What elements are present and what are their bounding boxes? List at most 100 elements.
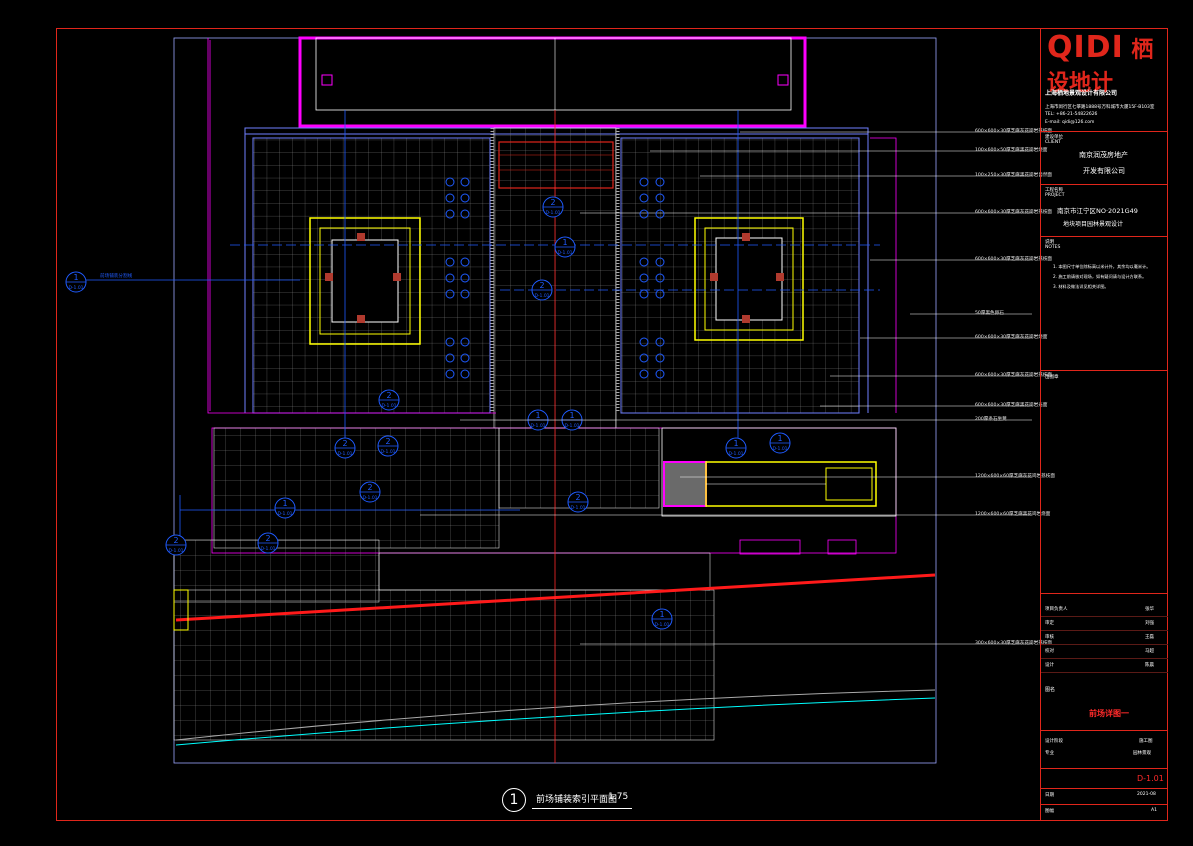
plant-symbol: [639, 273, 649, 283]
index-mark-sheet: D-1.01: [168, 548, 183, 554]
designer-role: 审核: [1045, 635, 1054, 640]
index-mark: 2D-1.01: [567, 491, 589, 513]
plant-symbol: [460, 353, 470, 363]
plant-symbol: [460, 257, 470, 267]
caption-number: 1: [502, 788, 526, 812]
material-callout: 600×600×30厚芝麻灰花岗岩荔枝面: [975, 129, 1053, 134]
client-label: 建设单位: [1045, 135, 1063, 140]
material-callout: 100×600×50厚芝麻黑花岗岩烧面: [975, 148, 1048, 153]
index-mark-sheet: D-1.01: [530, 423, 545, 429]
note-2: 2. 施工前请核对现场，如有疑问请与设计方联系。: [1053, 274, 1147, 279]
index-mark-sheet: D-1.01: [277, 511, 292, 517]
water-feature: [663, 461, 877, 507]
index-mark: 1D-1.01: [725, 437, 747, 459]
project-label: 工程名称: [1045, 188, 1063, 193]
index-mark: 2D-1.01: [542, 196, 564, 218]
designer-role: 项目负责人: [1045, 607, 1068, 612]
plant-symbol: [460, 289, 470, 299]
note-3: 3. 材料及做法详见相关详图。: [1053, 284, 1109, 289]
plant-symbol: [639, 257, 649, 267]
index-mark: 2D-1.01: [359, 481, 381, 503]
material-callout: 600×600×30厚芝麻灰花岗岩烧面: [975, 335, 1048, 340]
notes-label-en: NOTES: [1045, 245, 1061, 250]
index-mark: 2D-1.01: [378, 389, 400, 411]
index-mark: 1D-1.01: [65, 271, 87, 293]
plant-symbol: [460, 177, 470, 187]
plant-symbol: [460, 193, 470, 203]
index-mark-number: 2: [539, 281, 544, 290]
index-mark-number: 1: [569, 411, 574, 420]
company-tel: TEL: +86-21-54822626: [1045, 112, 1098, 117]
drawing-frame: [56, 28, 1168, 821]
index-mark-sheet: D-1.01: [654, 622, 669, 628]
plant-symbol: [639, 369, 649, 379]
index-mark-number: 2: [575, 493, 580, 502]
index-mark-number: 1: [777, 434, 782, 443]
plant-symbol: [655, 337, 665, 347]
material-callout: 600×600×30厚芝麻灰花岗岩荔枝面: [975, 210, 1053, 215]
index-mark-sheet: D-1.01: [545, 210, 560, 216]
index-mark-sheet: D-1.01: [772, 446, 787, 452]
index-mark-sheet: D-1.01: [534, 293, 549, 299]
plant-symbol: [639, 209, 649, 219]
index-mark-sheet: D-1.01: [362, 495, 377, 501]
designer-name: 刘强: [1145, 621, 1154, 626]
drawing-number: D-1.01: [1137, 774, 1164, 783]
stage-label: 设计阶段: [1045, 739, 1063, 744]
index-mark: 2D-1.01: [377, 435, 399, 457]
client-label-en: CLIENT: [1045, 140, 1061, 145]
plant-symbol: [655, 273, 665, 283]
plant-symbol: [639, 353, 649, 363]
designer-name: 马超: [1145, 649, 1154, 654]
plant-symbol: [655, 193, 665, 203]
index-mark-number: 1: [535, 411, 540, 420]
material-callout: 200厚条石坐凳: [975, 417, 1007, 422]
caption-scale: 1:75: [608, 792, 629, 802]
entrance-plaza: [173, 589, 715, 741]
building-wall: [298, 36, 807, 128]
material-callout: 100×250×30厚芝麻黑花岗岩自然面: [975, 173, 1053, 178]
caption-underline: [532, 808, 632, 809]
plant-symbol: [655, 257, 665, 267]
index-mark-number: 1: [562, 238, 567, 247]
logo-cn: 栖设地计: [1047, 38, 1154, 96]
tree-pool-left: [309, 217, 421, 345]
date-value: 2021-08: [1137, 792, 1156, 797]
plant-symbol: [445, 289, 455, 299]
index-mark-number: 2: [386, 391, 391, 400]
company-name: 上海栖地景观设计有限公司: [1045, 90, 1118, 97]
designer-role: 校对: [1045, 649, 1054, 654]
plant-symbol: [445, 353, 455, 363]
plant-symbol: [460, 369, 470, 379]
notes-label: 说明: [1045, 240, 1054, 245]
plant-symbol: [445, 337, 455, 347]
index-mark: 2D-1.01: [334, 437, 356, 459]
index-mark-number: 2: [367, 483, 372, 492]
index-mark-number: 2: [173, 536, 178, 545]
road-red-line: [175, 573, 936, 622]
client-line2: 开发有限公司: [1083, 167, 1125, 175]
index-mark-sheet: D-1.01: [557, 250, 572, 256]
plant-symbol: [639, 177, 649, 187]
material-callout: 300×600×30厚芝麻灰花岗岩荔枝面: [975, 641, 1053, 646]
index-mark-sheet: D-1.01: [728, 451, 743, 457]
caption-title: 前场铺装索引平面图: [536, 795, 618, 805]
plant-symbol: [445, 257, 455, 267]
index-mark-sheet: D-1.01: [68, 285, 83, 291]
material-callout: 50厚黑色卵石: [975, 311, 1004, 316]
index-mark-number: 2: [265, 534, 270, 543]
index-mark-sheet: D-1.01: [381, 403, 396, 409]
material-callout: 600×600×30厚芝麻灰花岗岩荔枝面: [975, 257, 1053, 262]
stage-value: 施工图: [1139, 739, 1153, 744]
plant-symbol: [460, 273, 470, 283]
plant-symbol: [639, 193, 649, 203]
index-mark-number: 2: [550, 198, 555, 207]
material-callout: 600×600×30厚芝麻灰花岗岩荔枝面: [975, 373, 1053, 378]
index-marks: 1D-1.012D-1.011D-1.012D-1.012D-1.011D-1.…: [65, 196, 791, 630]
designer-name: 王磊: [1145, 635, 1154, 640]
index-mark: 1D-1.01: [274, 497, 296, 519]
stamp-label: 出图章: [1045, 375, 1059, 380]
company-address: 上海市闵行区七莘路1888号万科城市大厦15F-B103室: [1045, 105, 1155, 110]
index-mark-sheet: D-1.01: [337, 451, 352, 457]
